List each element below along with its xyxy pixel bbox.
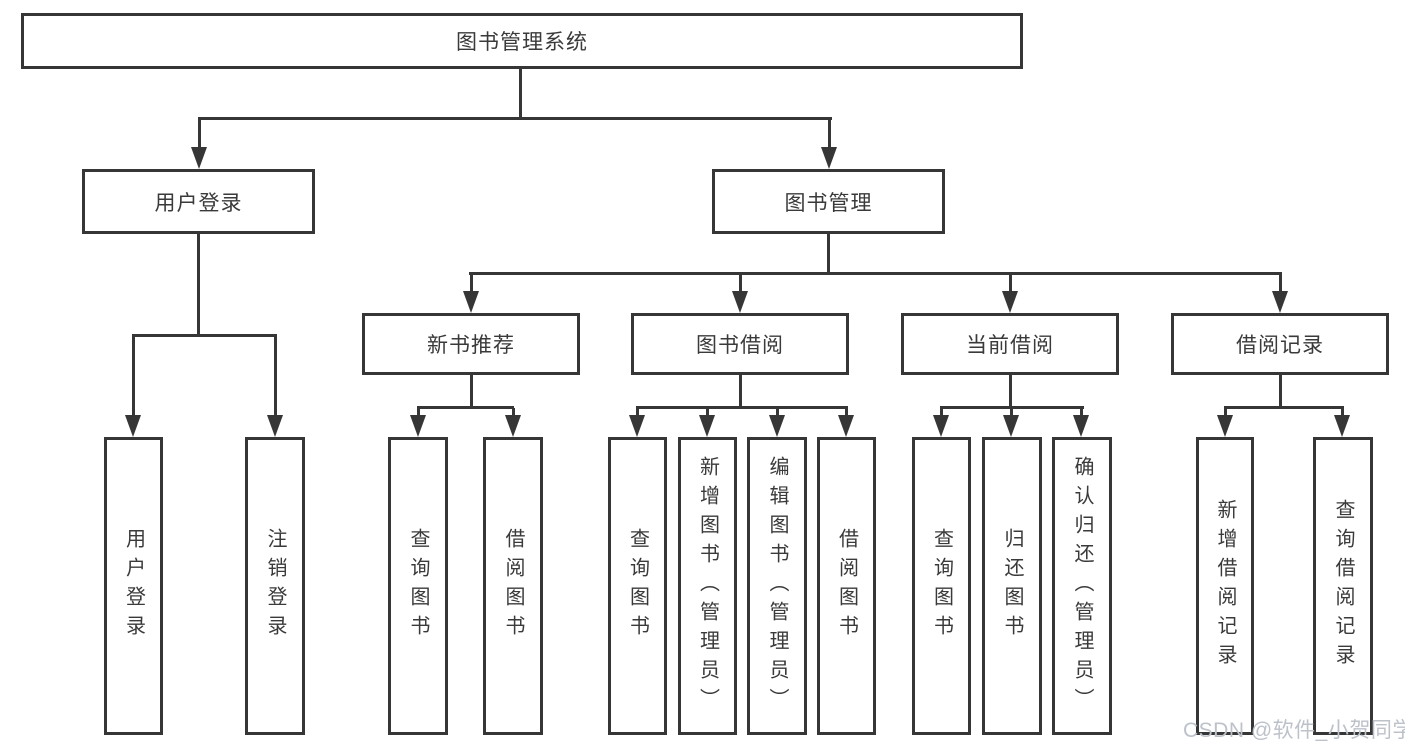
- arrow-down-icon: [821, 147, 837, 169]
- connector-leaf-stem: [706, 408, 709, 417]
- node-current-borrow: 当前借阅: [901, 313, 1119, 375]
- connector-user-login-stem: [198, 118, 201, 147]
- node-new-book-recommend-label: 新书推荐: [427, 334, 515, 357]
- connector-root-stem: [519, 68, 522, 119]
- connector-leaf-stem: [776, 408, 779, 417]
- node-leaf-query-borrow-record: 查询借阅记录: [1313, 437, 1373, 735]
- node-leaf-edit-books-admin: 编辑图书（管理员）: [747, 437, 807, 735]
- connector-leaf-stem: [512, 408, 515, 417]
- leaf-label: 查询图书: [626, 528, 649, 644]
- connector-user-login-down: [197, 234, 200, 337]
- connector-book-mgmt-stem: [828, 118, 831, 147]
- connector-leaf-stem: [1080, 408, 1083, 417]
- connector-level3-stem: [739, 274, 742, 293]
- connector-leaf-stem: [940, 408, 943, 417]
- arrow-down-icon: [838, 415, 854, 437]
- node-new-book-recommend: 新书推荐: [362, 313, 580, 375]
- leaf-label: 新增图书（管理员）: [696, 455, 719, 717]
- arrow-down-icon: [629, 415, 645, 437]
- node-book-management: 图书管理: [712, 169, 945, 234]
- node-leaf-query-books-borrow: 查询图书: [608, 437, 667, 735]
- connector-leaf-stem: [845, 408, 848, 417]
- connector-leaf-stem: [417, 408, 420, 417]
- leaf-label: 新增借阅记录: [1214, 499, 1236, 673]
- connector-group-bus: [940, 406, 1084, 409]
- node-leaf-query-books-current: 查询图书: [912, 437, 971, 735]
- node-book-borrow: 图书借阅: [631, 313, 849, 375]
- node-borrow-records: 借阅记录: [1171, 313, 1389, 375]
- connector-book-mgmt-down: [827, 234, 830, 275]
- arrow-down-icon: [1003, 415, 1019, 437]
- node-current-borrow-label: 当前借阅: [966, 334, 1054, 357]
- node-book-management-label: 图书管理: [784, 191, 873, 215]
- connector-leaf-stem: [1224, 408, 1227, 417]
- node-leaf-add-borrow-record: 新增借阅记录: [1196, 437, 1254, 735]
- arrow-down-icon: [463, 291, 479, 313]
- leaf-label: 查询借阅记录: [1332, 499, 1354, 673]
- leaf-label: 确认归还（管理员）: [1071, 455, 1093, 717]
- node-leaf-add-books-admin: 新增图书（管理员）: [678, 437, 737, 735]
- connector-group-bus: [417, 406, 514, 409]
- node-leaf-return-books: 归还图书: [982, 437, 1042, 735]
- connector-group-down: [1009, 375, 1012, 408]
- leaf-label: 用户登录: [122, 528, 145, 644]
- node-leaf-borrow-books-recommend: 借阅图书: [483, 437, 543, 735]
- node-book-borrow-label: 图书借阅: [696, 334, 784, 357]
- arrow-down-icon: [125, 415, 141, 437]
- node-user-login-label: 用户登录: [154, 191, 243, 215]
- arrow-down-icon: [699, 415, 715, 437]
- arrow-down-icon: [191, 147, 207, 169]
- node-user-login: 用户登录: [82, 169, 315, 234]
- arrow-down-icon: [1217, 415, 1233, 437]
- connector-level2-bus: [198, 117, 832, 120]
- leaf-label: 归还图书: [1001, 528, 1023, 644]
- node-leaf-logout: 注销登录: [245, 437, 305, 735]
- node-root-label: 图书管理系统: [456, 31, 588, 54]
- leaf-label: 借阅图书: [835, 528, 858, 644]
- arrow-down-icon: [732, 291, 748, 313]
- connector-leaf-stem: [132, 336, 135, 415]
- arrow-down-icon: [769, 415, 785, 437]
- arrow-down-icon: [1272, 291, 1288, 313]
- leaf-label: 查询图书: [407, 528, 429, 644]
- leaf-label: 查询图书: [930, 528, 953, 644]
- watermark: CSDN @软件_小贺同学: [1183, 719, 1405, 742]
- connector-group-down: [1279, 375, 1282, 408]
- leaf-label: 借阅图书: [502, 528, 524, 644]
- node-leaf-confirm-return-admin: 确认归还（管理员）: [1052, 437, 1112, 735]
- connector-group-bus: [636, 406, 848, 409]
- connector-leaf-stem: [1341, 408, 1344, 417]
- arrow-down-icon: [1073, 415, 1089, 437]
- arrow-down-icon: [505, 415, 521, 437]
- arrow-down-icon: [933, 415, 949, 437]
- connector-leaf-stem: [274, 336, 277, 415]
- leaf-label: 注销登录: [264, 528, 286, 644]
- connector-level3-stem: [1279, 274, 1282, 293]
- arrow-down-icon: [410, 415, 426, 437]
- connector-user-login-bus: [132, 334, 277, 337]
- connector-group-down: [739, 375, 742, 408]
- node-leaf-borrow-books: 借阅图书: [817, 437, 876, 735]
- connector-leaf-stem: [1010, 408, 1013, 417]
- connector-group-down: [470, 375, 473, 408]
- arrow-down-icon: [1334, 415, 1350, 437]
- node-leaf-query-books-recommend: 查询图书: [388, 437, 448, 735]
- connector-level3-stem: [1009, 274, 1012, 293]
- connector-level3-stem: [470, 274, 473, 293]
- arrow-down-icon: [1002, 291, 1018, 313]
- leaf-label: 编辑图书（管理员）: [766, 455, 788, 717]
- node-borrow-records-label: 借阅记录: [1236, 334, 1324, 357]
- arrow-down-icon: [267, 415, 283, 437]
- node-leaf-user-login: 用户登录: [104, 437, 163, 735]
- connector-group-bus: [1224, 406, 1344, 409]
- connector-leaf-stem: [636, 408, 639, 417]
- connector-level3-bus: [469, 272, 1282, 275]
- node-root: 图书管理系统: [21, 13, 1023, 69]
